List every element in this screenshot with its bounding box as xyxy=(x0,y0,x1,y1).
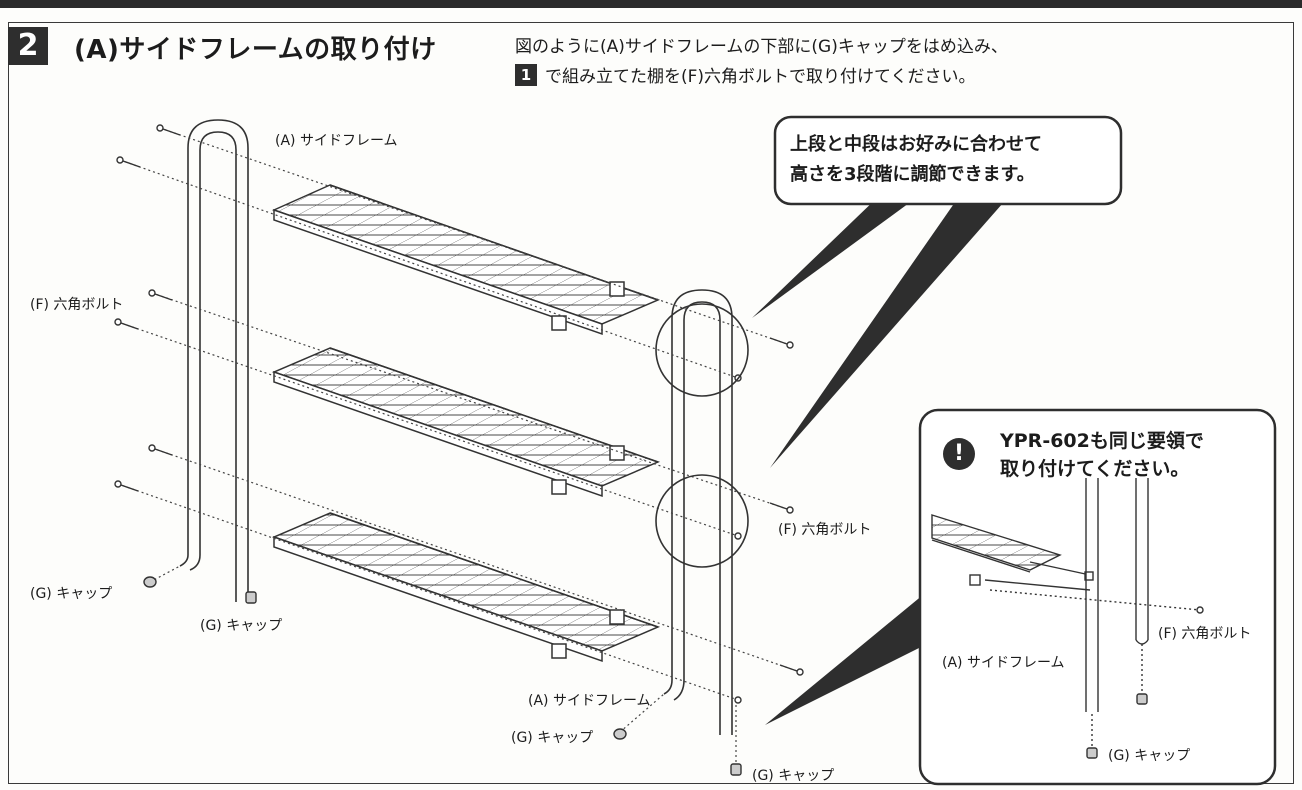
note-line-2: 取り付けてください。 xyxy=(1000,458,1190,480)
instruction-line-1: 図のように(A)サイドフレームの下部に(G)キャップをはめ込み、 xyxy=(515,37,1008,57)
callout-text: 上段と中段はお好みに合わせて 高さを3段階に調節できます。 xyxy=(790,130,1120,190)
caps xyxy=(143,576,742,776)
instruction-line-2-text: で組み立てた棚を(F)六角ボルトで取り付けてください。 xyxy=(545,67,976,87)
alignment-lines xyxy=(117,127,801,768)
shelf-top xyxy=(271,184,661,336)
label-side-frame-bottom: (A) サイドフレーム xyxy=(528,693,651,709)
callout-line-2: 高さを3段階に調節できます。 xyxy=(790,164,1035,185)
step-ref-badge: 1 xyxy=(515,64,537,86)
step-title: (A)サイドフレームの取り付け xyxy=(74,35,437,65)
note-line-1: YPR-602も同じ要領で xyxy=(1000,430,1204,452)
note-drawing xyxy=(931,478,1204,759)
instruction-text: 図のように(A)サイドフレームの下部に(G)キャップをはめ込み、 1 で組み立てた… xyxy=(515,32,1008,92)
shelf-bottom xyxy=(271,512,661,663)
label-cap-left: (G) キャップ xyxy=(30,586,113,602)
instruction-panel xyxy=(8,22,1294,784)
note-label-bolt: (F) 六角ボルト xyxy=(1158,626,1252,642)
right-side-frame xyxy=(663,289,733,735)
left-side-frame xyxy=(179,119,249,602)
shelf-middle xyxy=(271,347,661,498)
exclamation-icon: ! xyxy=(943,438,975,470)
callout-box xyxy=(773,115,1123,206)
hex-bolts xyxy=(114,124,804,704)
label-hex-bolt-left: (F) 六角ボルト xyxy=(30,297,124,313)
callout-line-1: 上段と中段はお好みに合わせて xyxy=(790,134,1042,155)
note-title: YPR-602も同じ要領で 取り付けてください。 xyxy=(1000,427,1204,483)
label-cap-bottom-right: (G) キャップ xyxy=(752,768,835,784)
note-pointer xyxy=(765,585,935,725)
top-bar xyxy=(0,0,1302,8)
callout-pointers xyxy=(752,195,1010,468)
detail-circles xyxy=(655,303,749,568)
label-side-frame-top: (A) サイドフレーム xyxy=(275,133,398,149)
note-label-frame: (A) サイドフレーム xyxy=(942,655,1065,671)
label-cap-left-center: (G) キャップ xyxy=(200,618,283,634)
instruction-line-2: 1 で組み立てた棚を(F)六角ボルトで取り付けてください。 xyxy=(515,62,1008,92)
label-hex-bolt-right: (F) 六角ボルト xyxy=(778,522,872,538)
step-number-badge: 2 xyxy=(8,27,48,65)
label-cap-bottom-center: (G) キャップ xyxy=(511,730,594,746)
note-label-cap: (G) キャップ xyxy=(1108,748,1191,764)
